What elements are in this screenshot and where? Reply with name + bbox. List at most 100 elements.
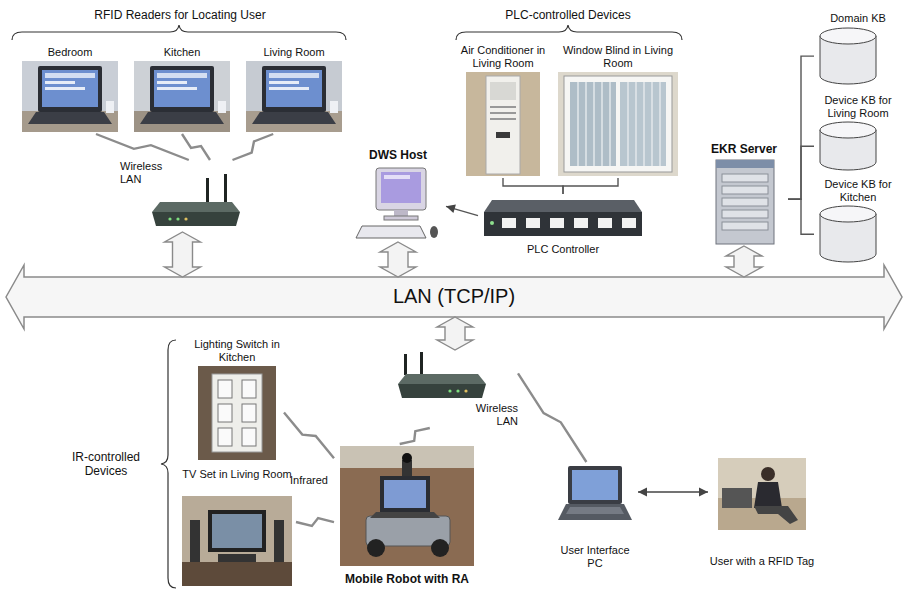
wire <box>788 146 814 199</box>
tv-set-photo <box>182 496 292 586</box>
connector <box>638 488 708 497</box>
connector <box>182 134 210 160</box>
wireless-link <box>233 134 274 160</box>
node-label: User Interface PC <box>552 544 638 570</box>
rfid-reader-laptop: Bedroom <box>18 46 122 134</box>
lighting-switch: Lighting Switch in Kitchen <box>190 338 284 462</box>
node-label: Kitchen <box>164 46 201 59</box>
connector <box>563 178 618 194</box>
air-conditioner: Air Conditioner in Living Room <box>458 44 548 178</box>
wire <box>788 199 814 234</box>
node-label: Bedroom <box>48 46 93 59</box>
connector <box>165 232 201 277</box>
block-arrow <box>437 317 473 350</box>
user-photo <box>718 458 806 530</box>
connector <box>400 428 430 444</box>
router-picture <box>398 352 486 398</box>
connector <box>788 199 814 234</box>
node-label: Lighting Switch in Kitchen <box>190 338 284 364</box>
block-arrow <box>726 246 762 277</box>
plc-controller: PLC Controller <box>478 194 648 256</box>
connector <box>437 317 473 350</box>
node-label: PLC Controller <box>527 243 599 256</box>
node-label: Domain KB <box>830 12 886 25</box>
connector <box>96 134 189 160</box>
ekr-server: EKR Server <box>700 142 788 246</box>
node-label: Window Blind in Living Room <box>554 44 682 70</box>
wireless-router: Wireless LAN <box>392 350 518 428</box>
server-picture <box>716 160 774 244</box>
connector <box>446 205 478 216</box>
label-holder: IR-controlled Devices <box>58 450 154 478</box>
lighting-switch-photo <box>198 366 276 460</box>
node-label: Device KB for Kitchen <box>814 178 902 204</box>
host-computer-picture <box>356 168 438 238</box>
wireless-link <box>182 134 210 160</box>
tv-set: TV Set in Living Room <box>178 468 296 588</box>
user-interface-pc: User Interface PC <box>552 462 638 570</box>
node-label: Wireless LAN <box>120 160 172 186</box>
group-heading: PLC-controlled Devices <box>486 8 650 22</box>
connector <box>518 373 586 462</box>
laptop-photo <box>22 61 118 132</box>
laptop-photo <box>134 61 230 132</box>
block-arrow <box>380 242 416 277</box>
arrow-head <box>638 488 647 497</box>
arrow-head <box>446 205 456 214</box>
rfid-reader-laptop: Living Room <box>242 46 346 134</box>
node-label: TV Set in Living Room <box>182 468 291 481</box>
wireless-link <box>96 134 189 160</box>
wireless-router: Wireless LAN <box>120 160 245 232</box>
block-arrow <box>165 232 201 277</box>
group-heading: IR-controlled Devices <box>58 450 154 478</box>
wireless-link <box>284 412 334 458</box>
node-label: User with a RFID Tag <box>710 555 814 568</box>
air-conditioner-photo <box>466 72 540 176</box>
node-label: Mobile Robot with RA <box>345 572 469 586</box>
dws-host-computer: DWS Host <box>350 148 446 242</box>
arrow-head <box>699 488 708 497</box>
wireless-link <box>518 373 586 462</box>
database-cylinder <box>820 122 876 170</box>
connector <box>788 146 814 199</box>
connector <box>284 412 334 458</box>
node-label: Air Conditioner in Living Room <box>458 44 548 70</box>
wireless-link <box>400 428 430 444</box>
knowledge-base: Domain KB <box>814 12 902 88</box>
connector <box>233 134 274 160</box>
lan-band: LAN (TCP/IP) <box>24 277 884 317</box>
plc-controller-picture <box>484 200 642 236</box>
label-holder: PLC-controlled Devices <box>486 8 650 22</box>
window-blind-photo <box>558 72 678 176</box>
wire <box>503 178 563 194</box>
connector <box>380 242 416 277</box>
label-holder: Infrared <box>290 474 328 487</box>
laptop-photo <box>246 61 342 132</box>
node-label: Living Room <box>263 46 324 59</box>
connector <box>788 56 814 199</box>
connector <box>726 246 762 277</box>
window-blind: Window Blind in Living Room <box>554 44 682 178</box>
node-label: Device KB for Living Room <box>814 94 902 120</box>
connector <box>296 518 334 526</box>
database-cylinder <box>820 28 876 84</box>
user: User with a RFID Tag <box>708 456 816 568</box>
node-label: EKR Server <box>711 142 777 156</box>
wire <box>563 178 618 194</box>
node-label: LAN (TCP/IP) <box>393 285 515 309</box>
node-label: Wireless LAN <box>464 402 518 428</box>
laptop-picture <box>558 466 632 520</box>
group-heading: RFID Readers for Locating User <box>60 8 300 22</box>
connector <box>503 178 563 194</box>
router-picture <box>152 174 240 226</box>
label-holder: RFID Readers for Locating User <box>60 8 300 22</box>
wireless-link <box>296 518 334 526</box>
wire <box>638 491 708 493</box>
wire <box>788 56 814 199</box>
mobile-robot: Mobile Robot with RA <box>334 444 480 586</box>
database-cylinder <box>820 206 876 262</box>
node-label: DWS Host <box>369 148 427 162</box>
rfid-reader-laptop: Kitchen <box>130 46 234 134</box>
link-label: Infrared <box>290 474 328 487</box>
